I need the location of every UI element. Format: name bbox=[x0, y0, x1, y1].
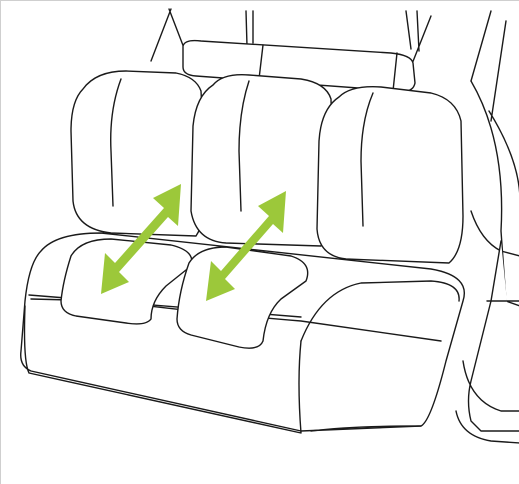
calf-pad-right bbox=[317, 87, 463, 263]
calf-pad-left bbox=[71, 71, 206, 236]
chair-side-frame bbox=[456, 81, 519, 443]
calf-pad-center bbox=[191, 75, 333, 246]
